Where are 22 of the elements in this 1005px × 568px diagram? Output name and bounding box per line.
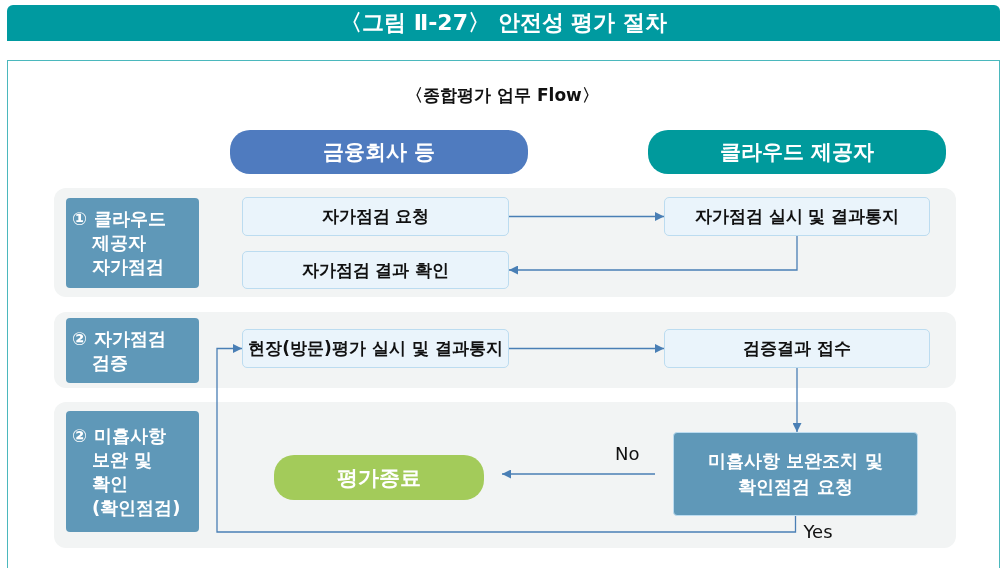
arrow — [501, 469, 656, 479]
process-box: 미흡사항 보완조치 및 확인점검 요청 — [673, 432, 918, 516]
arrow — [216, 344, 797, 533]
subtitle: 〈종합평가 업무 Flow〉 — [405, 84, 600, 107]
process-box: 자가점검 결과 확인 — [242, 251, 509, 289]
column-header: 클라우드 제공자 — [648, 130, 946, 174]
arrow — [792, 367, 802, 433]
edge-label: Yes — [803, 522, 833, 542]
step-label: ① 클라우드 제공자 자가점검 — [66, 198, 199, 288]
process-box: 현장(방문)평가 실시 및 결과통지 — [242, 329, 509, 368]
title-banner: 〈그림 Ⅱ-27〉 안전성 평가 절차 — [7, 5, 1000, 41]
process-box: 자가점검 실시 및 결과통지 — [664, 197, 930, 236]
arrow — [508, 344, 665, 353]
end-box: 평가종료 — [274, 455, 484, 500]
arrow — [508, 235, 798, 275]
process-box: 검증결과 접수 — [664, 329, 930, 368]
column-header: 금융회사 등 — [230, 130, 528, 174]
edge-label: No — [615, 444, 640, 464]
arrow — [508, 212, 665, 221]
process-box: 자가점검 요청 — [242, 197, 509, 236]
step-label: ② 자가점검 검증 — [66, 318, 199, 383]
step-label: ② 미흡사항 보완 및 확인 (확인점검) — [66, 411, 199, 532]
